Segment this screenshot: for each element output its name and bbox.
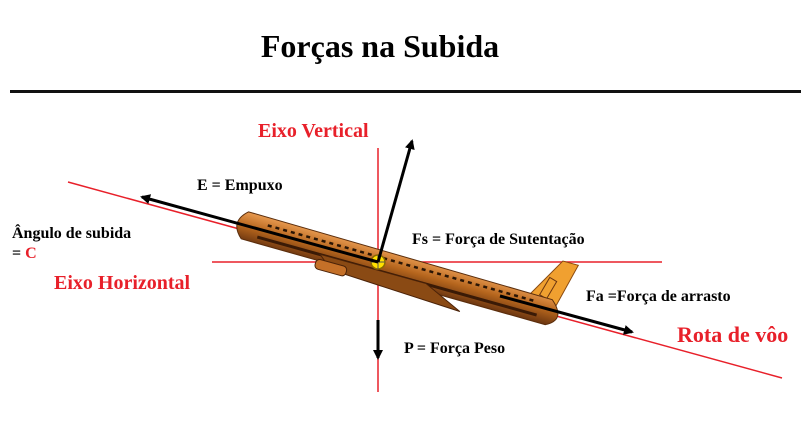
lift-label: Fs = Força de Sutentação <box>412 231 585 248</box>
flight-path-label: Rota de vôo <box>677 322 789 347</box>
horizontal-axis-label: Eixo Horizontal <box>54 272 191 294</box>
climb-angle-symbol: C <box>25 245 37 262</box>
airplane <box>236 211 580 326</box>
climb-angle-equals: = <box>12 245 26 262</box>
climb-angle-equation: = C <box>12 244 131 264</box>
drag-label: Fa =Força de arrasto <box>586 288 731 305</box>
thrust-label: E = Empuxo <box>197 177 283 194</box>
drag-arrow <box>499 294 634 335</box>
lift-arrow <box>376 139 415 263</box>
airplane-engine <box>314 259 348 277</box>
diagram-title: Forças na Subida <box>260 28 500 64</box>
thrust-arrow <box>140 194 379 264</box>
title-divider <box>10 90 801 93</box>
vertical-axis-label: Eixo Vertical <box>258 120 369 142</box>
climb-angle-label: Ângulo de subida = C <box>12 224 131 264</box>
weight-label: P = Força Peso <box>404 340 506 357</box>
climb-angle-label-text: Ângulo de subida <box>12 225 132 242</box>
